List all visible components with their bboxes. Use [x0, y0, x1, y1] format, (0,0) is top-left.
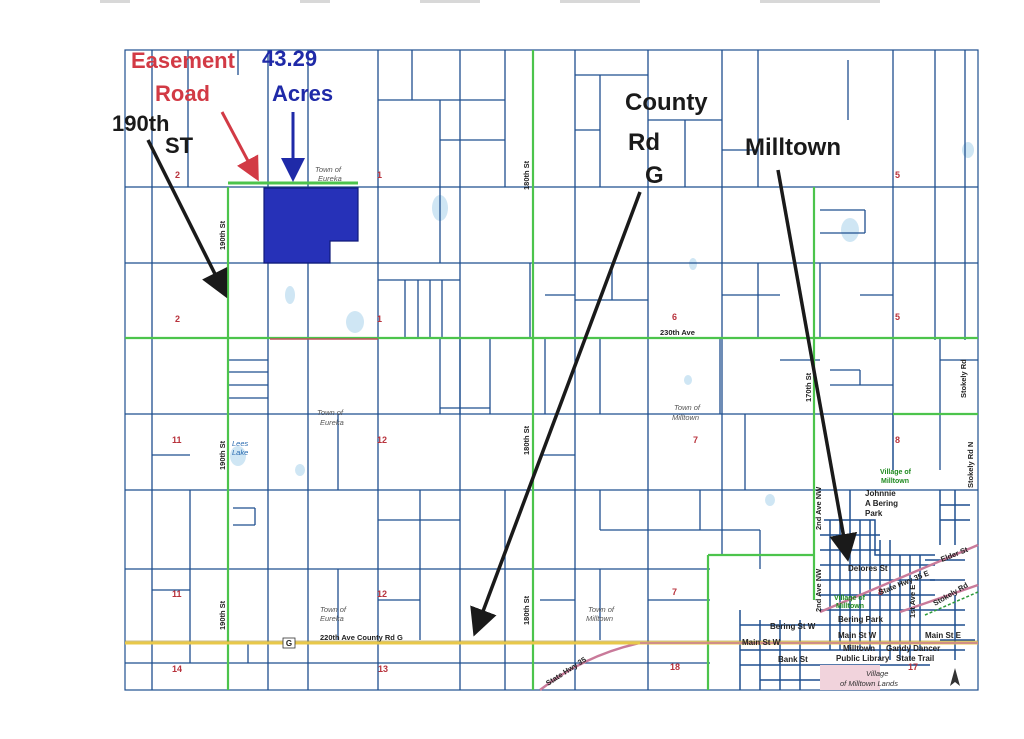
svg-text:Village of: Village of — [834, 595, 866, 602]
svg-text:Village: Village — [866, 669, 888, 678]
svg-text:Village of: Village of — [880, 469, 912, 476]
label-bank-st: Bank St — [778, 655, 808, 664]
svg-text:Park: Park — [865, 509, 883, 518]
label-bering-st-w: Bering St W — [770, 622, 816, 631]
svg-text:7: 7 — [693, 435, 698, 445]
label-stokely-rd-n: Stokely Rd N — [966, 442, 975, 488]
svg-text:8: 8 — [878, 587, 883, 597]
milltown-arrow — [776, 169, 858, 562]
label-180th-mid: 180th St — [522, 425, 531, 455]
st190-label-line2: ST — [165, 133, 194, 158]
town-labels: Town of Eureka Town of Eureka Town of Eu… — [315, 165, 701, 623]
county-label-line1: County — [625, 89, 708, 116]
svg-text:Eureka: Eureka — [320, 614, 344, 623]
svg-text:Milltown: Milltown — [881, 478, 909, 485]
svg-text:Johnnie: Johnnie — [865, 489, 896, 498]
section-numbers: 2 1 5 2 1 6 5 11 12 7 8 11 12 7 8 14 13 … — [172, 170, 918, 674]
scan-marks — [100, 0, 880, 3]
svg-text:Milltown: Milltown — [586, 614, 613, 623]
svg-text:Lake: Lake — [232, 448, 248, 457]
acreage-parcel — [263, 187, 359, 264]
county-rd-arrow — [470, 191, 642, 637]
svg-text:12: 12 — [377, 589, 387, 599]
green-roads — [125, 50, 978, 690]
highways — [539, 543, 979, 691]
svg-text:13: 13 — [378, 664, 388, 674]
easement-arrow — [220, 111, 259, 182]
svg-text:Eureka: Eureka — [318, 174, 342, 183]
svg-text:2: 2 — [175, 170, 180, 180]
label-170th: 170th St — [804, 372, 813, 402]
easement-label-line2: Road — [155, 81, 210, 106]
svg-text:Bering Park: Bering Park — [838, 615, 883, 624]
svg-text:Eureka: Eureka — [320, 418, 344, 427]
label-180th-low: 180th St — [522, 595, 531, 625]
label-190th-upper: 190th St — [218, 220, 227, 250]
label-220th-ave: 220th Ave County Rd G — [320, 633, 403, 642]
st190-label-line1: 190th — [112, 111, 169, 136]
label-2nd-ave-nw-low: 2nd Ave NW — [814, 568, 823, 612]
svg-text:11: 11 — [172, 589, 182, 599]
svg-text:Gandy Dancer: Gandy Dancer — [886, 644, 940, 653]
parcel-lines — [125, 50, 978, 690]
label-180th-upper: 180th St — [522, 160, 531, 190]
svg-text:A Bering: A Bering — [865, 499, 898, 508]
easement-label-line1: Easement — [131, 48, 236, 73]
st190-arrow — [146, 139, 228, 299]
svg-text:Town of: Town of — [588, 605, 615, 614]
label-2nd-ave-nw: 2nd Ave NW — [814, 486, 823, 530]
village-lands-area — [820, 665, 880, 690]
svg-text:5: 5 — [895, 312, 900, 322]
acres-label-line2: Acres — [272, 81, 333, 106]
svg-text:8: 8 — [895, 435, 900, 445]
map-frame — [124, 49, 979, 691]
svg-text:Lees: Lees — [232, 439, 249, 448]
svg-text:Town of: Town of — [315, 165, 342, 174]
svg-text:of Milltown Lands: of Milltown Lands — [840, 679, 898, 688]
label-main-st-w: Main St W — [838, 631, 877, 640]
svg-text:1: 1 — [377, 314, 382, 324]
label-1st-ave-e: 1st Ave E — [908, 585, 917, 618]
label-delores-st: Delores St — [848, 564, 888, 573]
north-arrow-icon — [950, 668, 960, 686]
svg-text:18: 18 — [670, 662, 680, 672]
svg-text:6: 6 — [672, 312, 677, 322]
svg-text:2: 2 — [175, 314, 180, 324]
water-features — [230, 142, 974, 506]
svg-text:11: 11 — [172, 435, 182, 445]
county-label-line3: G — [645, 162, 664, 189]
label-230th-ave: 230th Ave — [660, 328, 695, 337]
label-main-st-w-left: Main St W — [742, 638, 781, 647]
svg-text:17: 17 — [908, 662, 918, 672]
svg-text:Milltown: Milltown — [836, 603, 864, 610]
label-stokely-rd: Stokely Rd — [959, 359, 968, 398]
svg-text:Milltown: Milltown — [843, 644, 875, 653]
place-labels: Lees Lake Village of Milltown Village of… — [232, 439, 940, 688]
svg-text:1: 1 — [377, 170, 382, 180]
svg-text:Town of: Town of — [317, 408, 344, 417]
svg-text:Town of: Town of — [674, 403, 701, 412]
label-main-st-e: Main St E — [925, 631, 962, 640]
county-road-g — [125, 640, 978, 645]
svg-text:12: 12 — [377, 435, 387, 445]
g-shield-label: G — [286, 639, 292, 648]
svg-text:14: 14 — [172, 664, 182, 674]
svg-text:Public Library: Public Library — [836, 654, 890, 663]
label-190th-low: 190th St — [218, 600, 227, 630]
county-label-line2: Rd — [628, 129, 660, 156]
g-road-shield — [282, 637, 296, 649]
label-190th-mid: 190th St — [218, 440, 227, 470]
svg-text:State Trail: State Trail — [896, 654, 934, 663]
acres-label-line1: 43.29 — [262, 46, 317, 71]
svg-text:7: 7 — [672, 587, 677, 597]
svg-text:5: 5 — [895, 170, 900, 180]
svg-text:Town of: Town of — [320, 605, 347, 614]
milltown-label: Milltown — [745, 134, 841, 161]
svg-text:Milltown: Milltown — [672, 413, 699, 422]
